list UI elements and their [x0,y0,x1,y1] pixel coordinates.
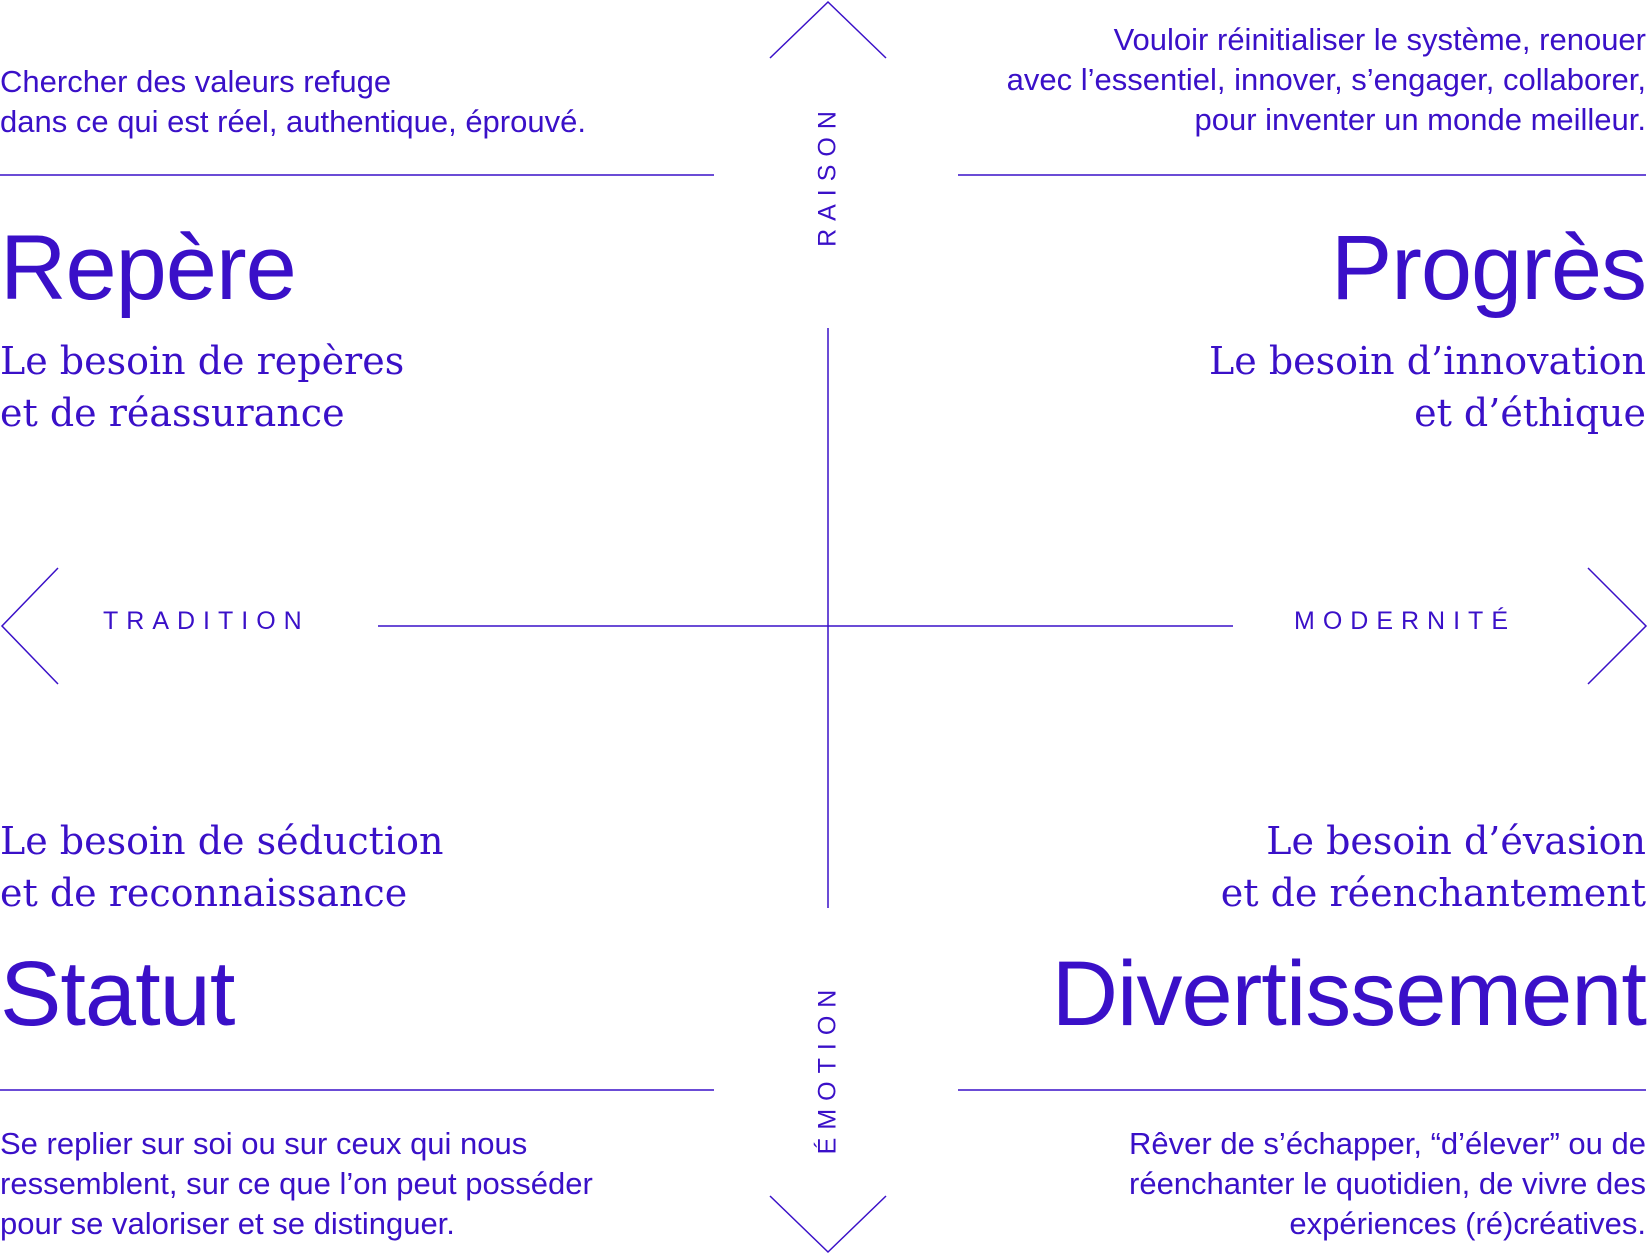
quadrant-top-right-description: Vouloir réinitialiser le système, renoue… [1006,22,1646,137]
quadrant-top-left-description: Chercher des valeurs refuge dans ce qui … [0,64,586,139]
quadrant-top-right-title: Progrès [1330,217,1647,319]
quadrant-bottom-left-need: Le besoin de séduction et de reconnaissa… [0,819,444,915]
axis-label-bottom: ÉMOTION [813,981,842,1155]
quadrant-top-left-title: Repère [0,217,297,319]
axis-label-right: MODERNITÉ [1294,607,1516,635]
quadrant-top-left-need: Le besoin de repères et de réassurance [0,339,405,435]
quadrant-bottom-right-title: Divertissement [1051,943,1647,1045]
arrow-right-icon [1587,567,1648,685]
quadrant-bottom-right-need: Le besoin d’évasion et de réenchantement [1220,819,1646,915]
quadrant-top-right-need: Le besoin d’innovation et d’éthique [1209,339,1646,435]
arrow-down-icon [769,1195,887,1254]
axis-label-left: TRADITION [103,607,310,635]
quadrant-bottom-left-title: Statut [0,943,235,1045]
quadrant-bottom-left-description: Se replier sur soi ou sur ceux qui nous … [0,1126,593,1241]
arrow-left-icon [0,567,59,685]
axis-label-top: RAISON [813,103,842,247]
arrow-up-icon [769,0,887,59]
quadrant-bottom-right-description: Rêver de s’échapper, “d’élever” ou de ré… [1129,1126,1646,1241]
